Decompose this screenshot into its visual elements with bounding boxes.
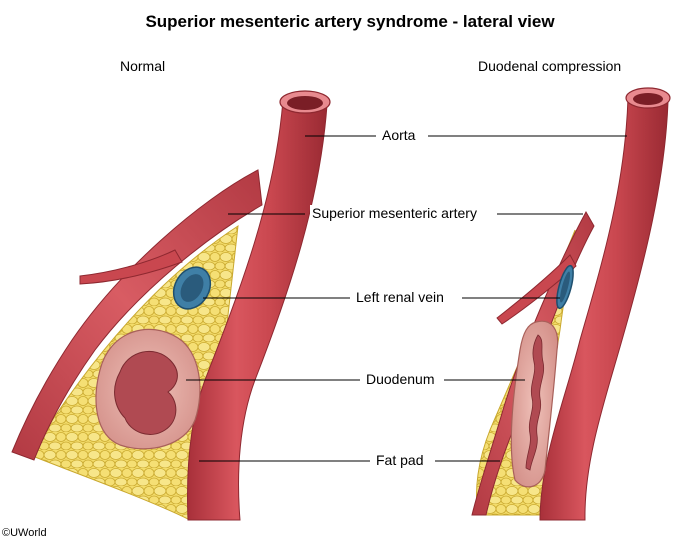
aorta-lumen-normal [287, 96, 323, 110]
aorta-compressed [539, 97, 669, 521]
label-left-renal-vein: Left renal vein [354, 289, 446, 305]
aorta-normal [187, 99, 328, 521]
left-renal-vein-lumen-compressed [559, 271, 571, 303]
duodenum-lumen-normal [114, 351, 178, 435]
copyright-notice: ©UWorld [2, 527, 47, 539]
label-aorta: Aorta [380, 127, 418, 143]
left-renal-vein-lumen-normal [180, 274, 204, 302]
compression-panel-heading: Duodenal compression [478, 58, 622, 74]
normal-panel [11, 90, 331, 521]
sma-branch-normal [79, 249, 183, 285]
duodenum-lumen-compressed [525, 334, 545, 471]
figure-title: Superior mesenteric artery syndrome - la… [145, 12, 555, 31]
normal-panel-heading: Normal [120, 58, 166, 74]
aorta-lumen-compressed [633, 93, 663, 105]
label-duodenum: Duodenum [364, 371, 437, 387]
label-fat-pad: Fat pad [374, 452, 426, 468]
sma-normal [11, 169, 263, 461]
label-superior-mesenteric-artery: Superior mesenteric artery [310, 205, 479, 221]
leader-lines [186, 135, 627, 462]
compression-panel [471, 87, 671, 521]
